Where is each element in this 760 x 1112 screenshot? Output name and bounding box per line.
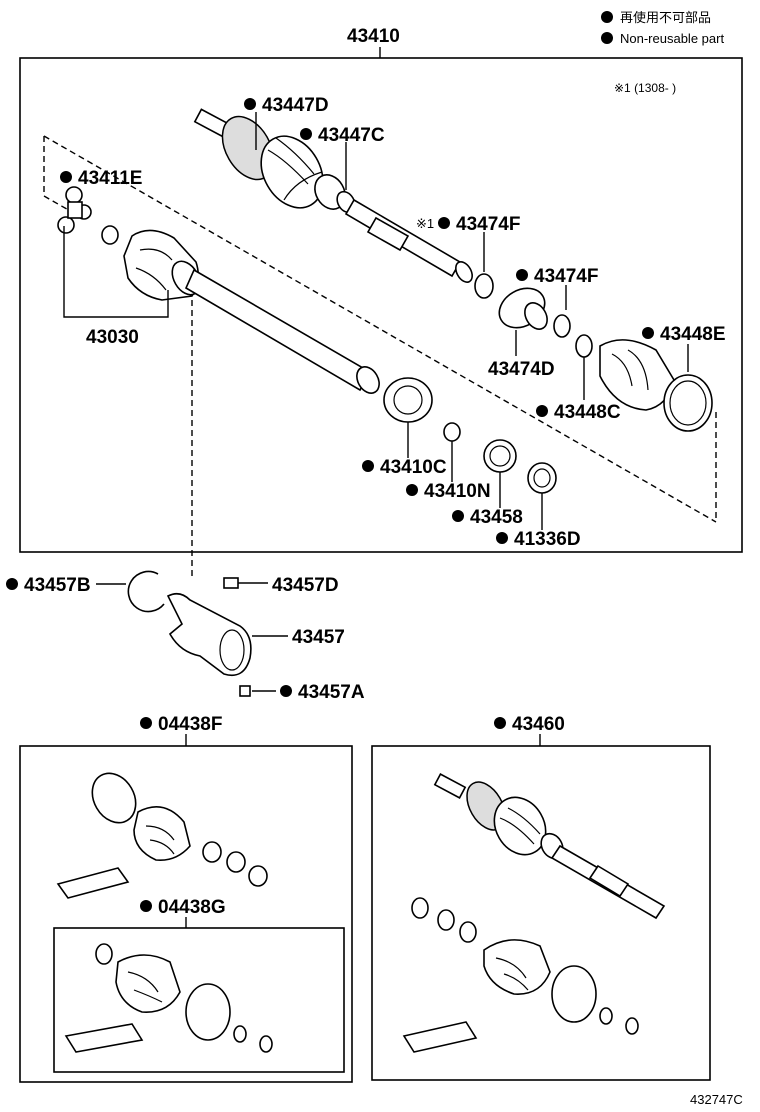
boot-part [599, 339, 713, 432]
leader-line [63, 226, 169, 318]
snap-ring-43457B [127, 570, 165, 613]
tripod-part [57, 186, 119, 245]
non-reusable-dot-icon [516, 269, 528, 281]
kit-frame-43460 [371, 745, 711, 1081]
label-43474D: 43474D [488, 359, 555, 380]
bracket-part [166, 592, 252, 677]
non-reusable-dot-icon [642, 327, 654, 339]
non-reusable-dot-icon [362, 460, 374, 472]
non-reusable-dot-icon [452, 510, 464, 522]
label-43030: 43030 [86, 327, 139, 348]
non-reusable-dot-icon [60, 171, 72, 183]
snap-ring [553, 314, 571, 338]
label-43447D: 43447D [262, 95, 329, 116]
non-reusable-dot-icon [280, 685, 292, 697]
label-43457: 43457 [292, 627, 345, 648]
seal-ring [483, 439, 517, 473]
figure-id: 432747C [690, 1092, 743, 1107]
non-reusable-dot-icon [140, 717, 152, 729]
seal-ring [527, 462, 557, 494]
label-43411E: 43411E [78, 168, 142, 189]
label-43410N: 43410N [424, 481, 491, 502]
label-43474F-a: 43474F [456, 214, 520, 235]
non-reusable-dot-icon [536, 405, 548, 417]
outer-cv-joint-shaft [193, 108, 473, 283]
legend-en: Non-reusable part [620, 31, 724, 46]
boot-kit-04438G [64, 943, 273, 1053]
shaft-kit-43460 [402, 773, 666, 1053]
label-41336D: 41336D [514, 529, 581, 550]
label-43457D: 43457D [272, 575, 339, 596]
non-reusable-dot-icon [406, 484, 418, 496]
housing-part [498, 287, 548, 330]
legend-jp: 再使用不可部品 [620, 10, 711, 25]
legend-dot-icon [601, 32, 613, 44]
label-43457A: 43457A [298, 682, 365, 703]
legend-dot-icon [601, 11, 613, 23]
dashed-outline [43, 135, 717, 523]
non-reusable-dot-icon [244, 98, 256, 110]
kit-frame-04438F [19, 745, 353, 1083]
assembly-number: 43410 [347, 26, 400, 47]
bolt-43457D [223, 577, 239, 589]
label-04438F: 04438F [158, 714, 222, 735]
note-mark: ※1 [416, 216, 434, 231]
label-43458: 43458 [470, 507, 523, 528]
non-reusable-dot-icon [6, 578, 18, 590]
snap-ring [474, 273, 494, 299]
label-04438G: 04438G [158, 897, 226, 918]
non-reusable-dot-icon [300, 128, 312, 140]
boot-kit-04438F [56, 772, 268, 899]
snap-ring [443, 422, 461, 442]
label-43447C: 43447C [318, 125, 385, 146]
boot-clamp-small [575, 334, 593, 358]
non-reusable-dot-icon [496, 532, 508, 544]
legend: 再使用不可部品 Non-reusable part [601, 10, 724, 46]
label-43448C: 43448C [554, 402, 621, 423]
non-reusable-dot-icon [438, 217, 450, 229]
dashed-outline [43, 136, 73, 213]
non-reusable-dot-icon [494, 717, 506, 729]
label-43460: 43460 [512, 714, 565, 735]
kit-frame-04438G [53, 927, 345, 1073]
label-43448E: 43448E [660, 324, 726, 345]
label-43457B: 43457B [24, 575, 91, 596]
assembly-frame [19, 57, 743, 553]
bolt-43457A [239, 685, 251, 697]
inner-joint-shaft [123, 229, 433, 423]
date-note: ※1 (1308- ) [614, 81, 676, 95]
non-reusable-dot-icon [140, 900, 152, 912]
label-43474F-b: 43474F [534, 266, 598, 287]
label-43410C: 43410C [380, 457, 447, 478]
